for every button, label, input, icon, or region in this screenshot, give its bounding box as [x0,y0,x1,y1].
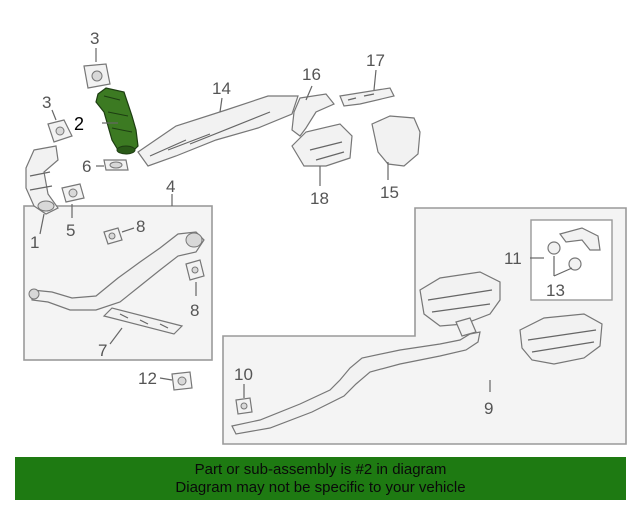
callout-16: 16 [302,65,321,84]
callout-15: 15 [380,183,399,202]
callout-1: 1 [30,233,39,252]
heat-shield-part-16 [291,93,335,137]
callout-8-lower: 8 [190,301,199,320]
front-pipe-assembly-part-4 [28,231,205,311]
callout-7: 7 [98,341,107,360]
callout-9: 9 [484,399,493,418]
callout-11: 11 [504,249,522,268]
hanger-part-13 [547,241,582,271]
catalytic-converter-part-2 [95,87,139,155]
heat-shield-part-18 [291,123,353,167]
subassembly-box-9 [222,207,627,445]
callout-2: 2 [74,114,84,134]
callout-3-upper: 3 [90,29,99,48]
banner-line-1: Part or sub-assembly is #2 in diagram [194,461,447,478]
exhaust-system-part-9 [231,271,603,435]
banner-line-2: Diagram may not be specific to your vehi… [175,479,466,496]
callout-18: 18 [310,189,329,208]
gasket-part-5 [61,183,85,203]
gasket-part-3-lower [47,119,73,143]
clamp-part-11 [558,227,601,251]
callout-10: 10 [234,365,253,384]
gasket-part-10 [235,397,253,415]
catalytic-converter-part-1 [25,145,59,215]
callout-6: 6 [82,157,91,176]
gasket-part-6 [103,159,129,171]
heat-shield-part-14 [137,95,299,167]
callout-3-lower: 3 [42,93,51,112]
hanger-part-8-upper [103,227,123,245]
heat-shield-part-7 [102,307,184,335]
callout-12: 12 [138,369,157,388]
callout-8-upper: 8 [136,217,145,236]
heat-shield-part-17 [339,87,395,107]
callout-17: 17 [366,51,385,70]
callout-5: 5 [66,221,75,240]
hanger-part-12 [171,371,193,391]
callout-13: 13 [546,281,565,300]
hanger-part-8-lower [185,259,205,281]
heat-shield-part-15 [371,115,421,167]
info-banner: Part or sub-assembly is #2 in diagram Di… [15,457,626,500]
leader-lines [39,48,573,398]
gasket-part-3-upper [83,63,111,89]
callout-14: 14 [212,79,231,98]
callout-4: 4 [166,177,175,196]
